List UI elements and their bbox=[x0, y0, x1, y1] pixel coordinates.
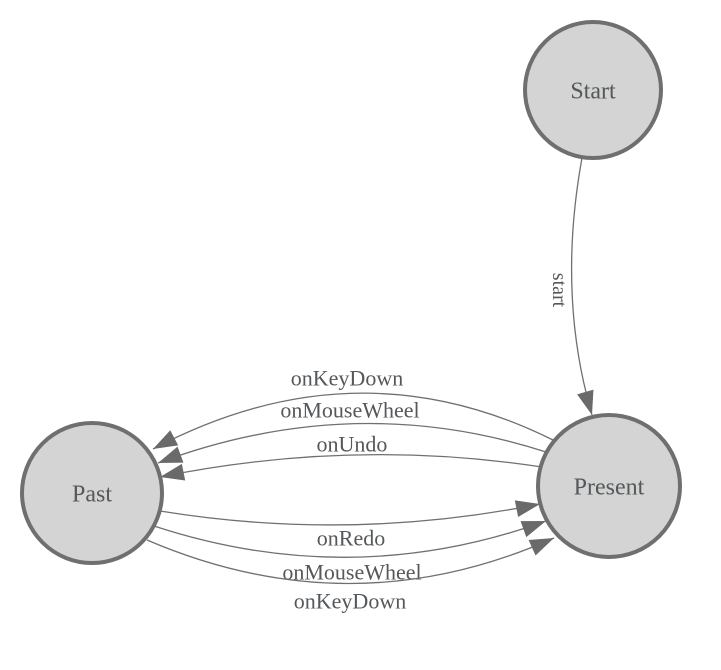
transition-present-to-past-onmousewheel: onMouseWheel bbox=[157, 398, 547, 464]
transition-past-to-present-onkeydown: onKeyDown bbox=[146, 537, 555, 614]
edge-label: onUndo bbox=[317, 432, 388, 457]
edge-label: onKeyDown bbox=[294, 589, 406, 614]
state-circle-present bbox=[536, 413, 682, 559]
edge-arrowhead-icon bbox=[160, 463, 186, 481]
state-node-present: Present bbox=[536, 413, 682, 559]
state-label-present: Present bbox=[574, 474, 645, 500]
transition-past-to-present-onredo: onRedo bbox=[159, 500, 541, 551]
edge-line bbox=[159, 454, 543, 478]
edge-label: onRedo bbox=[317, 526, 385, 551]
state-circle-start bbox=[523, 20, 663, 160]
edge-arrowhead-icon bbox=[514, 500, 540, 518]
transition-start-to-present-start: start bbox=[548, 157, 594, 416]
edge-arrowhead-icon bbox=[520, 521, 546, 538]
edge-line bbox=[146, 537, 555, 585]
state-circle-past bbox=[20, 421, 164, 565]
state-label-start: Start bbox=[570, 78, 616, 104]
state-node-past: Past bbox=[20, 421, 164, 565]
edge-line bbox=[152, 392, 554, 450]
transition-present-to-past-onkeydown: onKeyDown bbox=[152, 366, 554, 450]
state-label-past: Past bbox=[72, 481, 112, 507]
edge-label: onKeyDown bbox=[291, 366, 403, 391]
edge-arrowhead-icon bbox=[577, 389, 594, 415]
edge-arrowhead-icon bbox=[153, 430, 179, 449]
edge-arrowhead-icon bbox=[528, 538, 554, 556]
state-node-start: Start bbox=[523, 20, 663, 160]
edge-arrowhead-icon bbox=[158, 446, 184, 463]
edge-line bbox=[159, 503, 541, 526]
edge-label: onMouseWheel bbox=[280, 398, 419, 423]
edge-line bbox=[153, 520, 547, 558]
edge-line bbox=[570, 157, 593, 416]
edge-label: start bbox=[548, 273, 570, 308]
transition-present-to-past-onundo: onUndo bbox=[159, 432, 543, 481]
edge-line bbox=[157, 422, 547, 464]
